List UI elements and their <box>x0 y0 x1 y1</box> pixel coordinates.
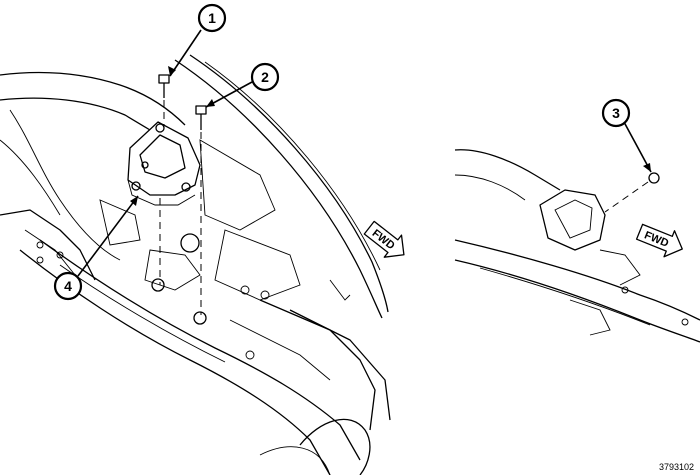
bolt-2 <box>195 105 207 130</box>
callout-2-label: 2 <box>261 69 269 85</box>
bolt-1 <box>158 74 170 98</box>
bolt-3 <box>648 172 660 184</box>
left-engine-compartment-view: FWD <box>0 54 405 475</box>
callout-1: 1 <box>168 3 227 77</box>
callout-4-label: 4 <box>64 278 72 294</box>
fwd-arrow-left: FWD <box>363 220 405 258</box>
callout-4: 4 <box>53 195 139 301</box>
engine-mount-bracket <box>127 121 201 206</box>
fwd-arrow-right: FWD <box>635 223 683 258</box>
callout-3-label: 3 <box>612 105 620 121</box>
callout-2: 2 <box>205 62 280 108</box>
right-detail-view: FWD <box>454 149 700 343</box>
figure-id: 3793102 <box>658 462 694 472</box>
callout-1-label: 1 <box>208 10 216 26</box>
callout-3: 3 <box>601 98 652 173</box>
